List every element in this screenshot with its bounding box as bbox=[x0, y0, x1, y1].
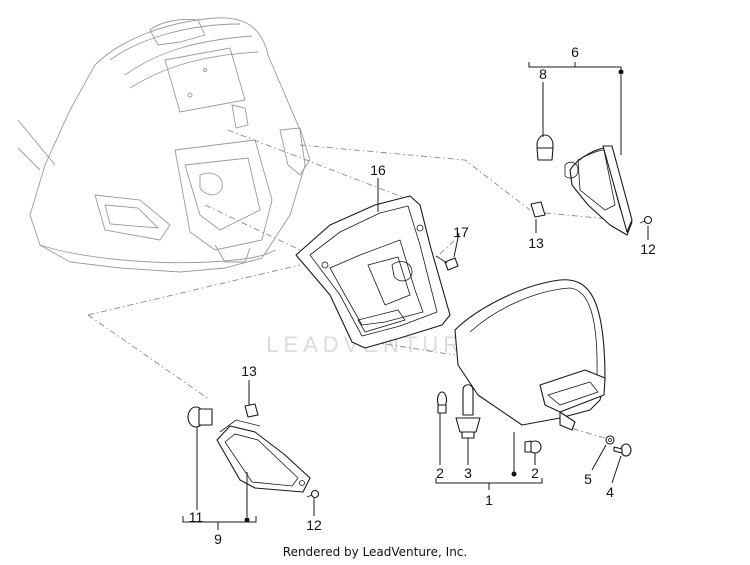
group-dot-1 bbox=[511, 471, 517, 477]
bracket-13-bottom bbox=[244, 403, 259, 418]
bracket-13-top bbox=[530, 201, 546, 218]
callout-8: 8 bbox=[539, 66, 547, 82]
bulb-2-left bbox=[436, 391, 448, 414]
callout-17: 17 bbox=[453, 224, 469, 240]
callout-labels: 6 8 16 17 13 12 13 2 3 2 1 5 4 11 12 9 bbox=[189, 44, 656, 547]
callout-2-right: 2 bbox=[531, 465, 539, 481]
socket-3 bbox=[455, 384, 481, 439]
group-dot-6 bbox=[618, 69, 624, 75]
bulb-2-right bbox=[524, 440, 542, 454]
callout-3: 3 bbox=[464, 465, 472, 481]
callout-12-bottom: 12 bbox=[306, 517, 322, 533]
screw-17 bbox=[435, 255, 459, 271]
turn-signal-right bbox=[564, 145, 633, 236]
callout-13-bottom: 13 bbox=[241, 363, 257, 379]
rear-light-lens bbox=[454, 279, 606, 431]
callout-5: 5 bbox=[584, 471, 592, 487]
callout-13-top: 13 bbox=[528, 235, 544, 251]
callout-1: 1 bbox=[485, 492, 493, 508]
callout-4: 4 bbox=[606, 484, 614, 500]
bulb-8 bbox=[536, 134, 554, 161]
screw-4 bbox=[613, 443, 632, 457]
screw-12-bottom bbox=[306, 489, 320, 499]
footer-credit: Rendered by LeadVenture, Inc. bbox=[282, 545, 468, 559]
bulb-11 bbox=[187, 406, 213, 428]
screw-12-top bbox=[639, 215, 653, 225]
callout-2-left: 2 bbox=[436, 465, 444, 481]
callout-16: 16 bbox=[370, 162, 386, 178]
group-dot-9 bbox=[244, 517, 250, 523]
callout-9: 9 bbox=[214, 531, 222, 547]
turn-signal-left bbox=[216, 419, 311, 493]
tail-light-housing bbox=[295, 195, 451, 349]
callout-6: 6 bbox=[571, 44, 579, 60]
scooter-body-outline bbox=[17, 17, 311, 273]
washer-5 bbox=[605, 435, 615, 445]
leader-lines bbox=[182, 62, 649, 530]
callout-11: 11 bbox=[189, 509, 204, 525]
callout-12-top: 12 bbox=[640, 241, 656, 257]
